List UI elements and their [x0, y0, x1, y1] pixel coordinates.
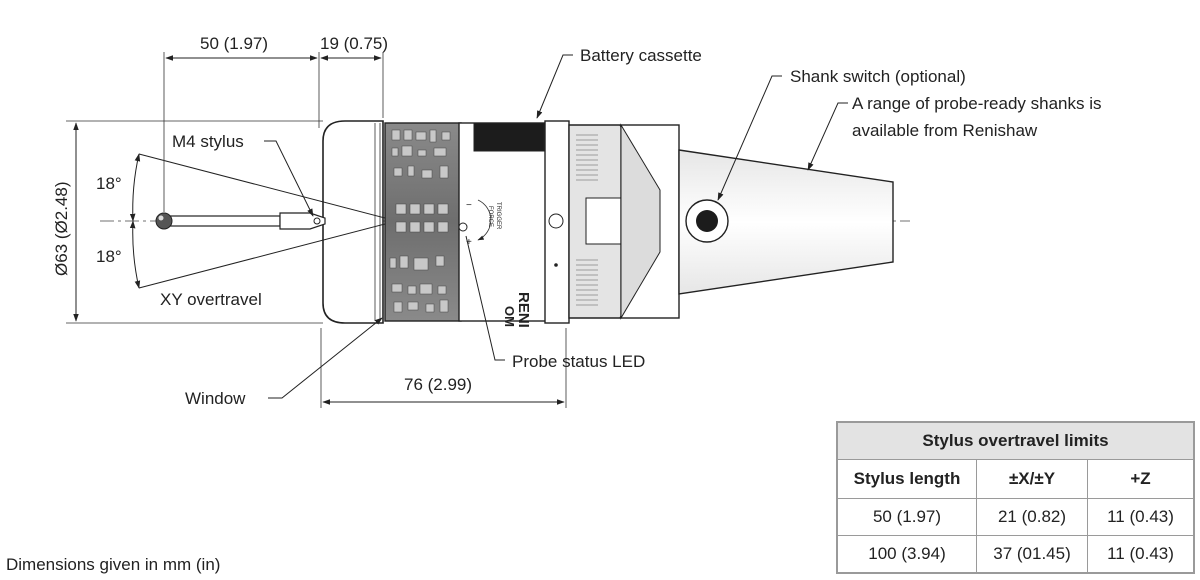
shanks-label-line2: available from Renishaw: [852, 121, 1038, 140]
angle-bottom-label: 18°: [96, 247, 122, 266]
battery-cassette-label: Battery cassette: [580, 46, 702, 65]
table-cell: 21 (0.82): [976, 498, 1088, 536]
m4-stylus: [155, 212, 326, 230]
plus-sign: +: [466, 237, 472, 248]
brand-text: RENI: [515, 292, 532, 328]
header-stylus-length: Stylus length: [836, 459, 977, 499]
dimension-lines: [66, 52, 567, 408]
stylus-ball: [155, 212, 173, 230]
table-row: 100 (3.94) 37 (01.45) 11 (0.43): [836, 535, 1195, 574]
header-z: +Z: [1087, 459, 1195, 499]
probe-status-led-label: Probe status LED: [512, 352, 645, 371]
shank-switch-label: Shank switch (optional): [790, 67, 966, 86]
model-text: OM: [502, 306, 517, 327]
taper-shank: [678, 149, 894, 295]
dim-19-label: 19 (0.75): [320, 34, 388, 53]
window-label: Window: [185, 389, 246, 408]
m4-stylus-label: M4 stylus: [172, 132, 244, 151]
header-xy: ±X/±Y: [976, 459, 1088, 499]
xy-overtravel-label: XY overtravel: [160, 290, 262, 309]
probe-status-led-marker: [458, 222, 468, 232]
xy-overtravel-cone: [129, 153, 386, 289]
table-cell: 11 (0.43): [1087, 535, 1195, 574]
minus-sign: −: [466, 200, 472, 211]
probe-body: TRIGGER FORCE − + RENI OM: [322, 120, 894, 328]
diameter-label: Ø63 (Ø2.48): [52, 182, 71, 277]
leader-lines: [264, 54, 848, 399]
dim-76-label: 76 (2.99): [404, 375, 472, 394]
battery-cassette: [473, 122, 545, 152]
dim-50-label: 50 (1.97): [200, 34, 268, 53]
table-row: 50 (1.97) 21 (0.82) 11 (0.43): [836, 498, 1195, 536]
trigger-label: TRIGGER: [495, 202, 501, 230]
table-cell: 100 (3.94): [836, 535, 977, 574]
table-title: Stylus overtravel limits: [836, 421, 1195, 460]
stylus-overtravel-table: Stylus overtravel limits Stylus length ±…: [836, 421, 1195, 574]
table-cell: 11 (0.43): [1087, 498, 1195, 536]
angle-top-label: 18°: [96, 174, 122, 193]
force-label: FORCE: [487, 206, 493, 227]
units-note: Dimensions given in mm (in): [6, 555, 221, 574]
table-cell: 50 (1.97): [836, 498, 977, 536]
window-cap: [322, 120, 384, 324]
table-cell: 37 (01.45): [976, 535, 1088, 574]
shanks-label-line1: A range of probe-ready shanks is: [852, 94, 1101, 113]
